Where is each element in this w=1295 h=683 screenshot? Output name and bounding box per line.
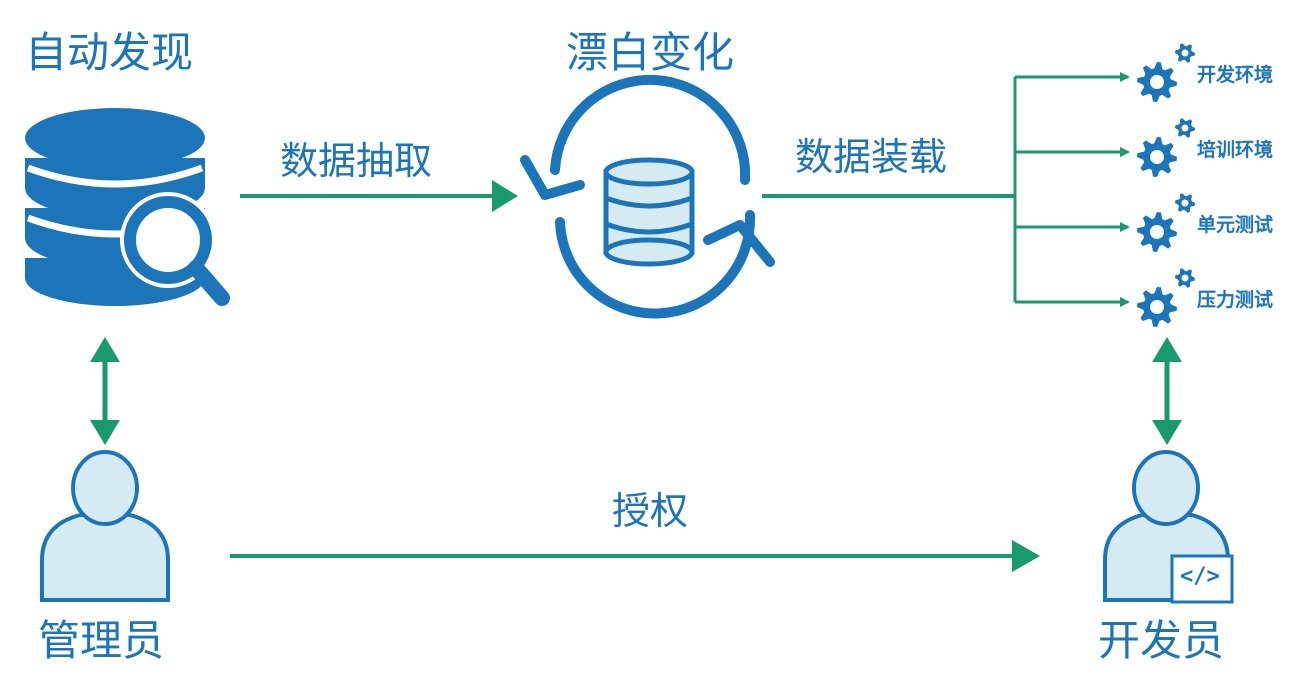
gear-icon-unit [1137,212,1177,252]
authorize-arrow-head [1012,540,1040,572]
label-authorize: 授权 [612,489,689,533]
env-label-train: 培训环境 [1197,139,1274,161]
label-developer: 开发员 [1098,616,1225,665]
extract-arrow-head [492,180,518,212]
label-data-extract: 数据抽取 [280,139,433,183]
env-label-unit: 单元测试 [1197,214,1274,236]
label-drift-change: 漂白变化 [566,28,735,77]
label-data-load: 数据装载 [795,135,948,179]
label-admin: 管理员 [38,616,165,665]
gear-icon-train-small [1175,118,1195,138]
small-database-icon [603,157,695,267]
code-tag-text: </> [1180,564,1220,589]
gear-icon-stress [1137,287,1177,327]
gear-icon-dev [1137,62,1177,102]
refresh-cycle-icon [520,74,775,319]
label-auto-discover: 自动发现 [25,28,194,77]
env-label-dev: 开发环境 [1197,64,1274,86]
database-search-icon [25,108,230,306]
gear-icon-dev-small [1175,43,1195,63]
admin-user-icon [40,450,170,602]
developer-user-icon [1103,450,1234,604]
gear-icon-unit-small [1175,193,1195,213]
developer-double-arrow [1152,337,1182,445]
gear-icon-train [1137,137,1177,177]
admin-double-arrow [90,337,120,445]
code-tag-box [1170,554,1234,604]
env-label-stress: 压力测试 [1197,289,1274,311]
gear-icon-stress-small [1175,268,1195,288]
